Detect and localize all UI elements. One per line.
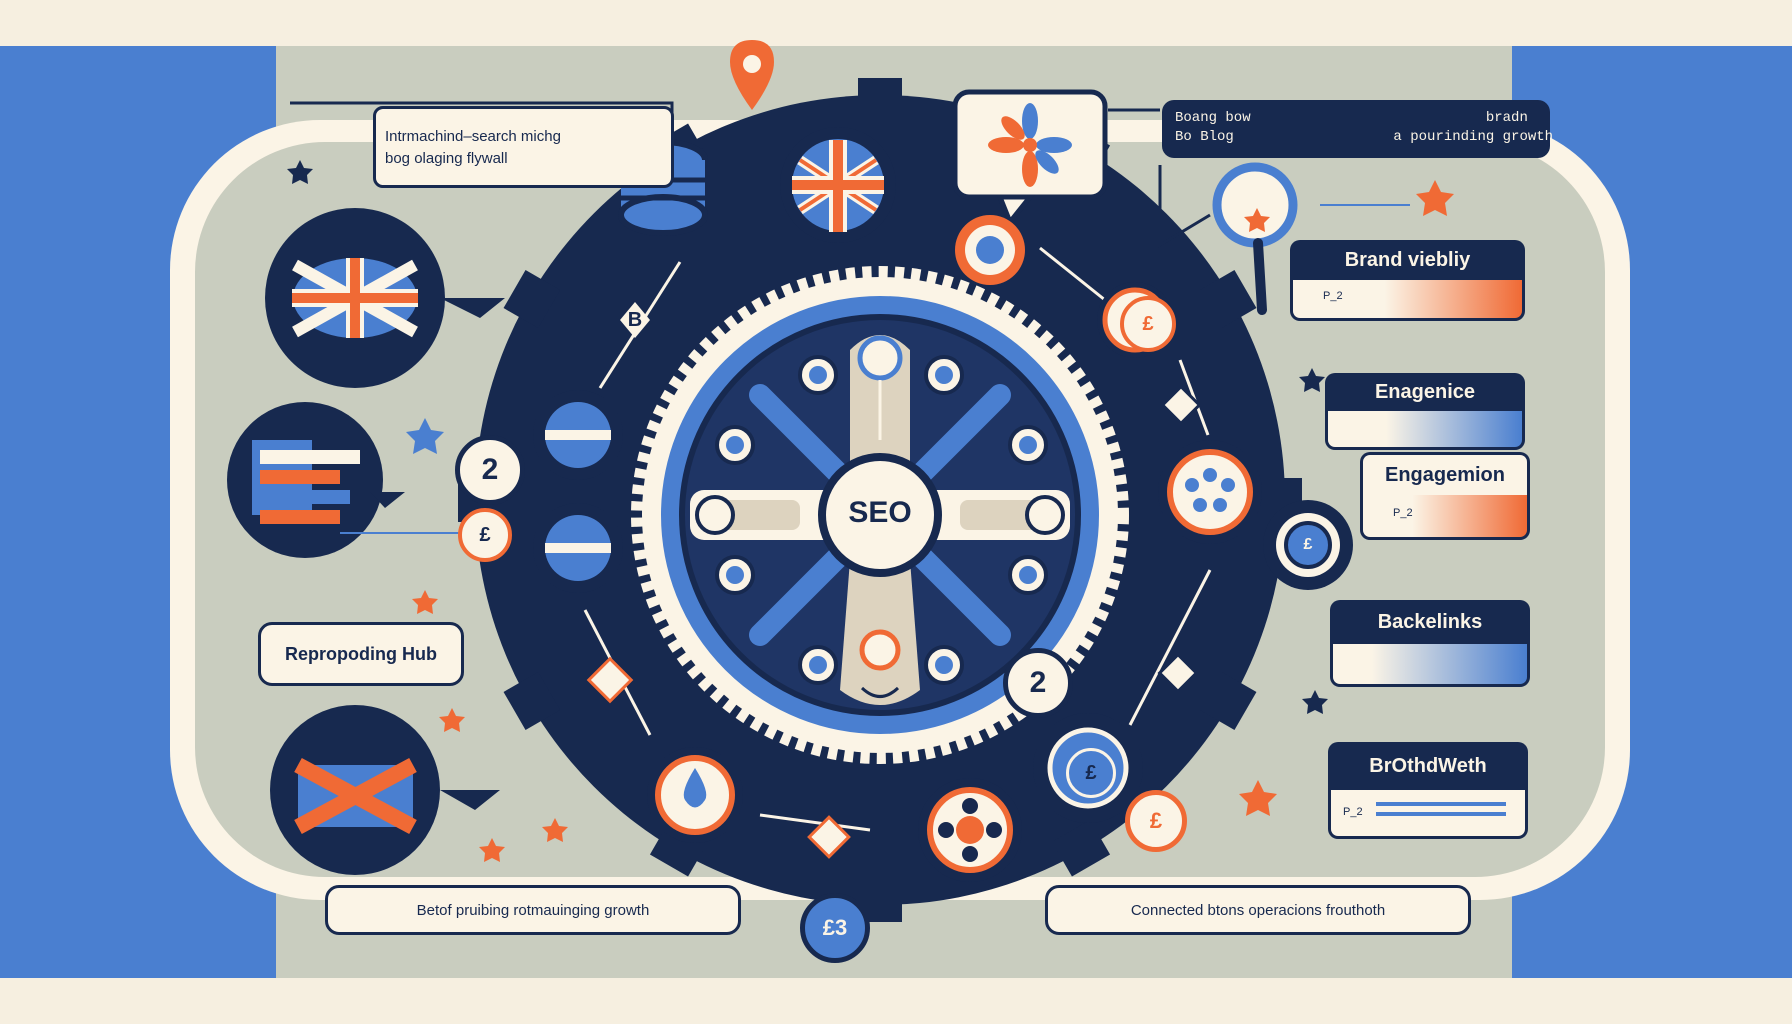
right-pound-coin: £ xyxy=(1120,296,1176,352)
lower-right-pound-coin: £ xyxy=(1125,790,1187,852)
bottom-pound-coin: £3 xyxy=(800,893,870,963)
metric-label: Enagenice xyxy=(1325,373,1525,411)
right-ring-pound: £ xyxy=(1303,536,1313,553)
metric-tag-enagenice[interactable]: Enagenice xyxy=(1325,373,1525,450)
seo-label: SEO xyxy=(848,496,912,529)
metric-tag-brand-visibility[interactable]: Brand viebliy P_2 xyxy=(1290,240,1525,321)
left-number-badge: 2 xyxy=(455,435,525,505)
metric-tag-brothdweth[interactable]: BrOthdWeth P_2 xyxy=(1328,742,1528,839)
metric-label: Backelinks xyxy=(1330,600,1530,644)
bottom-left-caption-text: Betof pruibing rotmauinging growth xyxy=(416,901,650,919)
repurposing-hub-pill[interactable]: Repropoding Hub xyxy=(258,622,464,686)
metric-tag-engagemion[interactable]: Engagemion P_2 xyxy=(1360,452,1530,540)
left-chart-circle xyxy=(227,402,405,558)
metric-tag-backelinks[interactable]: Backelinks xyxy=(1330,600,1530,687)
left-x-circle xyxy=(270,705,500,875)
coin-stack-pound: £ xyxy=(1066,748,1116,798)
uk-flag-top xyxy=(780,127,896,243)
bottom-left-caption: Betof pruibing rotmauinging growth xyxy=(325,885,741,935)
top-right-caption-line2: Bo Blog a pourinding growth xyxy=(1175,129,1554,145)
seo-hub xyxy=(818,453,942,577)
metric-sub: P_2 xyxy=(1343,806,1363,818)
location-pin xyxy=(730,40,774,110)
left-flag-circle xyxy=(265,208,505,388)
top-right-caption-line1: Boang bow bradn xyxy=(1175,110,1528,126)
metric-label: Engagemion xyxy=(1360,452,1530,495)
top-left-caption xyxy=(373,106,674,188)
blue-wheel-rim xyxy=(661,296,1099,734)
left-pound-coin: £ xyxy=(458,508,512,562)
metric-label: Brand viebliy xyxy=(1290,240,1525,280)
metric-sub: P_2 xyxy=(1323,290,1343,302)
bottom-right-caption-text: Connected btons operacions frouthoth xyxy=(1130,901,1386,919)
right-number-badge: 2 xyxy=(1003,648,1073,718)
magnifier-icon xyxy=(1212,162,1298,315)
decorative-stars xyxy=(412,180,1454,862)
top-right-caption xyxy=(1162,100,1550,158)
metric-sub: P_2 xyxy=(1393,507,1413,519)
top-left-caption-line2: bog olaging flywall xyxy=(385,150,508,167)
metric-label: BrOthdWeth xyxy=(1328,742,1528,790)
bottom-right-caption: Connected btons operacions frouthoth xyxy=(1045,885,1471,935)
step-diamonds xyxy=(586,384,1202,859)
top-left-caption-line1: Intrmachind–search michg xyxy=(385,128,561,145)
repurposing-hub-label: Repropoding Hub xyxy=(285,643,437,664)
flower-bubble xyxy=(952,89,1108,227)
